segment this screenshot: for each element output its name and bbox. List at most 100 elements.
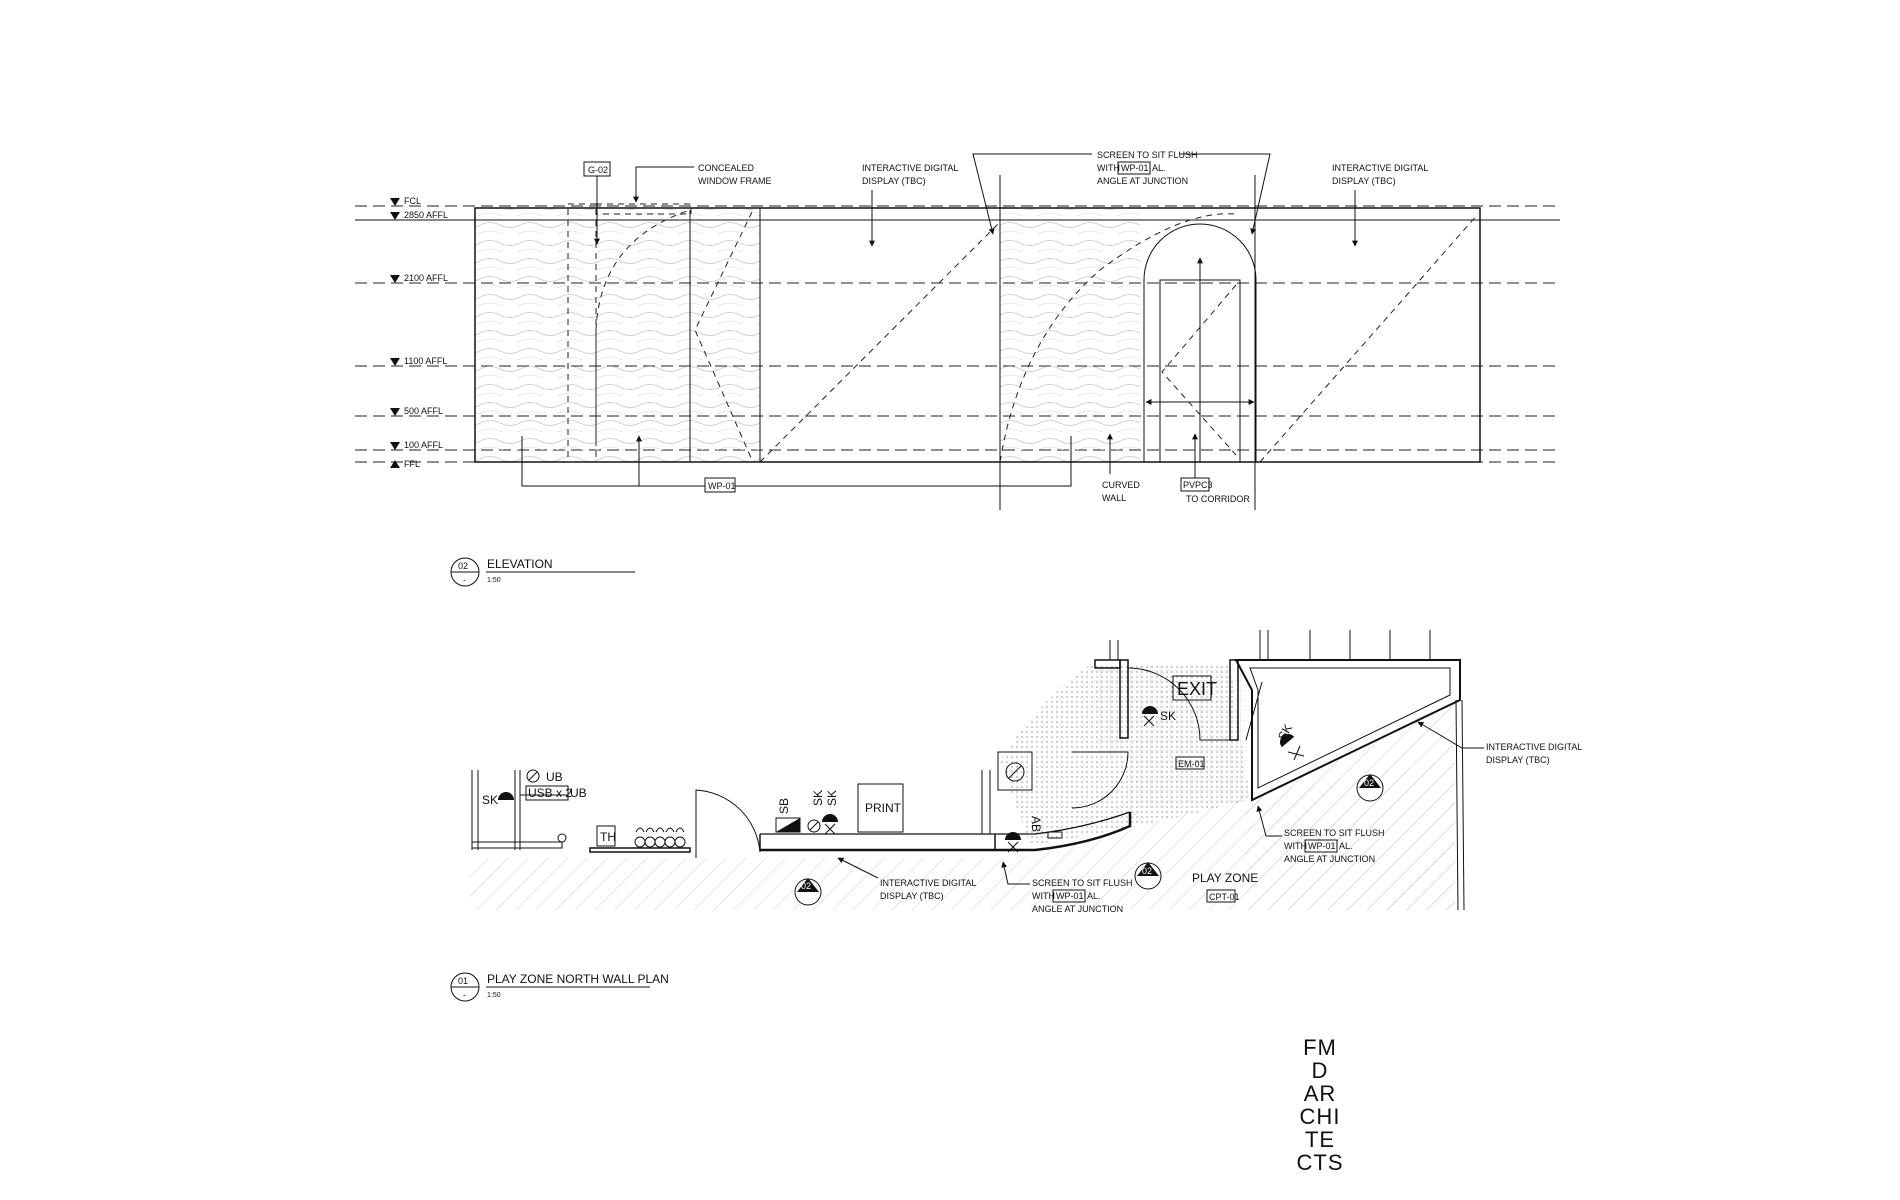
svg-text:WP-01: WP-01 [1056, 891, 1084, 901]
svg-text:01: 01 [458, 976, 468, 986]
level-100: 100 AFFL [404, 440, 443, 450]
plan-view: UB USB x 2 UB SK TH SB SK [450, 630, 1582, 1002]
note-screen-bottom: SCREEN TO SIT FLUSH [1032, 878, 1133, 888]
svg-text:WALL: WALL [1102, 493, 1126, 503]
level-2850: 2850 AFFL [404, 210, 448, 220]
display-right-diagonal [1259, 213, 1479, 463]
svg-text:DISPLAY (TBC): DISPLAY (TBC) [862, 176, 926, 186]
svg-text:PVPC3: PVPC3 [1183, 480, 1213, 490]
display-enclosure-outer [1234, 659, 1461, 802]
floor-hatch [470, 760, 1455, 910]
label-sk-b: SK [825, 790, 839, 806]
level-1100: 1100 AFFL [404, 356, 447, 366]
door-swing-playzone [1071, 751, 1129, 809]
label-usb: USB x 2 [528, 786, 572, 800]
arched-doorway [1143, 223, 1257, 462]
svg-text:G-02: G-02 [588, 165, 608, 175]
logo-line-2: D [1312, 1058, 1329, 1083]
door-swing-exit [1127, 667, 1230, 741]
note-display-right: INTERACTIVE DIGITAL [1332, 163, 1428, 173]
svg-text:WINDOW FRAME: WINDOW FRAME [698, 176, 772, 186]
svg-text:02: 02 [1142, 866, 1152, 876]
elevation-title: 02 - ELEVATION 1:50 [450, 557, 635, 587]
svg-text:CPT-01: CPT-01 [1209, 892, 1240, 902]
tag-pvpc3 [1180, 477, 1210, 492]
plan-title-name: PLAY ZONE NORTH WALL PLAN [487, 972, 669, 986]
logo-line-4: CHI [1300, 1104, 1341, 1129]
concealed-window-frame [567, 203, 597, 463]
timber-panel-left [475, 209, 760, 462]
note-display-right-plan: INTERACTIVE DIGITAL [1486, 742, 1582, 752]
svg-text:02: 02 [801, 881, 811, 891]
wall-outline [474, 207, 1481, 463]
tag-em01 [1175, 756, 1205, 770]
label-exit: EXIT [1177, 679, 1217, 699]
label-sk-a: SK [811, 790, 825, 806]
label-ub-right: UB [570, 786, 587, 800]
label-sk-c: SK [1160, 709, 1176, 723]
svg-text:AL.: AL. [1087, 891, 1101, 901]
svg-text:02: 02 [458, 561, 468, 571]
svg-text:ANGLE AT JUNCTION: ANGLE AT JUNCTION [1097, 176, 1188, 186]
tag-wp01 [704, 477, 736, 493]
note-screen-right: SCREEN TO SIT FLUSH [1284, 828, 1385, 838]
label-ab: AB [1029, 816, 1043, 832]
level-markers: FCL 2850 AFFL 2100 AFFL 1100 AFFL 500 AF… [390, 196, 448, 469]
svg-text:02: 02 [1364, 778, 1374, 788]
svg-text:DISPLAY (TBC): DISPLAY (TBC) [880, 891, 944, 901]
svg-text:AL.: AL. [1339, 841, 1353, 851]
svg-text:WITH: WITH [1284, 841, 1307, 851]
svg-text:WITH: WITH [1032, 891, 1055, 901]
label-print: PRINT [865, 801, 902, 815]
svg-text:ANGLE AT JUNCTION: ANGLE AT JUNCTION [1032, 904, 1123, 914]
logo-line-5: TE [1305, 1127, 1335, 1152]
logo-line-1: FM [1303, 1035, 1337, 1060]
logo-line-6: CTS [1297, 1150, 1344, 1175]
svg-text:1:50: 1:50 [487, 577, 501, 584]
svg-text:-: - [463, 990, 466, 1000]
label-sk-left: SK [482, 793, 498, 807]
section-mark-3: 02 [1356, 774, 1384, 802]
ab-fixture [997, 751, 1033, 791]
note-display-left: INTERACTIVE DIGITAL [862, 163, 958, 173]
left-zone: UB USB x 2 UB SK TH [471, 769, 691, 853]
label-sb: SB [777, 798, 791, 814]
exit-corridor: EXIT SK EM-01 [1094, 630, 1431, 770]
level-ffl: FFL [404, 459, 420, 469]
sb-symbol [776, 818, 800, 832]
note-curved-wall: CURVED [1102, 480, 1140, 490]
section-mark-2: 02 [1134, 862, 1162, 890]
note-concealed: CONCEALED [698, 163, 755, 173]
svg-text:DISPLAY (TBC): DISPLAY (TBC) [1332, 176, 1396, 186]
plan-title: 01 - PLAY ZONE NORTH WALL PLAN 1:50 [450, 972, 669, 1002]
level-fcl: FCL [404, 196, 421, 206]
north-wall [759, 834, 996, 851]
svg-text:ANGLE AT JUNCTION: ANGLE AT JUNCTION [1284, 854, 1375, 864]
print-station [857, 783, 904, 833]
display-left-diagonal [759, 221, 1001, 463]
svg-text:WP-01: WP-01 [1121, 163, 1149, 173]
logo-line-3: AR [1304, 1081, 1337, 1106]
elevation-title-name: ELEVATION [487, 557, 553, 571]
level-500: 500 AFFL [404, 406, 443, 416]
label-th: TH [600, 830, 616, 844]
svg-text:WITH: WITH [1097, 163, 1120, 173]
door-swing-left [695, 789, 761, 858]
leader-wp01 [521, 436, 1072, 487]
elevation-view: FCL 2850 AFFL 2100 AFFL 1100 AFFL 500 AF… [355, 150, 1560, 587]
label-play-zone: PLAY ZONE [1192, 871, 1258, 885]
curved-wall-outer [995, 812, 1132, 852]
timber-panel-curved [1000, 209, 1140, 462]
svg-text:1:50: 1:50 [487, 992, 501, 999]
svg-text:AL.: AL. [1152, 163, 1166, 173]
label-ub-top: UB [546, 770, 563, 784]
firm-logo: FM D AR CHI TE CTS [1297, 1035, 1344, 1175]
label-sk-d: SK [1275, 722, 1295, 743]
svg-text:EM-01: EM-01 [1178, 759, 1205, 769]
note-screen-flush: SCREEN TO SIT FLUSH [1097, 150, 1198, 160]
level-2100: 2100 AFFL [404, 273, 448, 283]
note-display-bottom: INTERACTIVE DIGITAL [880, 878, 976, 888]
display-enclosure-inner [1249, 667, 1451, 789]
svg-text:-: - [463, 575, 466, 585]
